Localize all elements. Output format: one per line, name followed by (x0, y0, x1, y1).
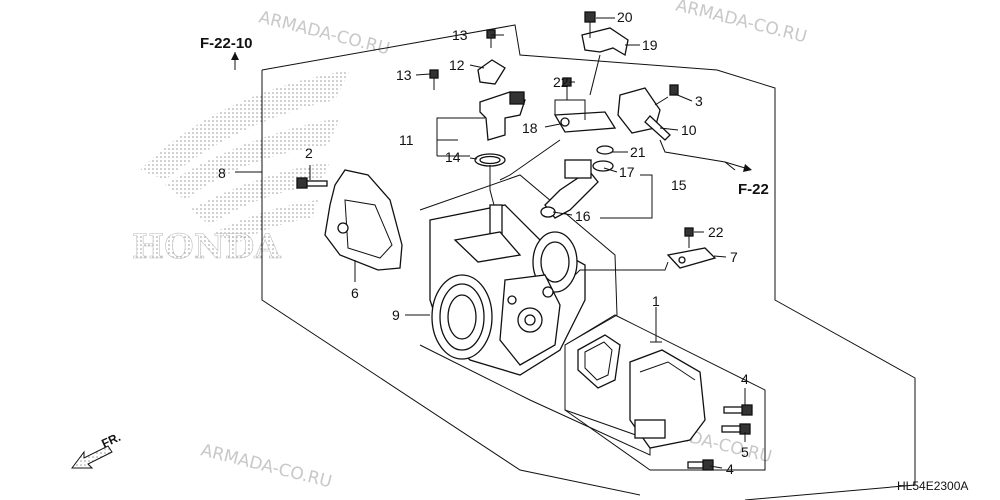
screws-4-5 (687, 404, 753, 471)
bolt-2 (296, 177, 328, 189)
assembly-outline (261, 24, 916, 500)
callout-19: 19 (642, 37, 658, 53)
map-sensor (474, 91, 526, 167)
honda-wing-logo-icon: HONDA (132, 70, 350, 267)
honda-logo-text: HONDA (132, 227, 281, 267)
f22-10-reference-arrow (231, 52, 239, 60)
throttle-body (429, 204, 586, 376)
bracket-clamp (553, 11, 629, 133)
injector-joint (617, 84, 679, 141)
reference-f22: F-22 (738, 181, 769, 198)
front-arrow-icon: FR. (71, 430, 123, 469)
callout-18: 18 (522, 120, 538, 136)
throttle-position-sensor (629, 349, 706, 449)
callout-4-upper: 4 (741, 371, 749, 387)
callout-20: 20 (617, 9, 633, 25)
callout-7: 7 (730, 249, 738, 265)
callout-16: 16 (575, 208, 591, 224)
callout-2: 2 (305, 145, 313, 161)
callout-1: 1 (652, 293, 660, 309)
callout-14: 14 (445, 149, 461, 165)
callout-6: 6 (351, 285, 359, 301)
callout-12: 12 (449, 57, 465, 73)
callout-11: 11 (399, 132, 414, 148)
callout-22-lower: 22 (708, 224, 724, 240)
reference-f22-10: F-22-10 (200, 35, 253, 52)
drawing-code: HL54E2300A (897, 479, 968, 493)
callout-13-upper: 13 (452, 27, 468, 43)
watermark-top-right: ARMADA-CO.RU (674, 0, 809, 47)
sensor-cover (429, 29, 506, 90)
callout-3: 3 (695, 93, 703, 109)
callout-10: 10 (681, 122, 697, 138)
plate-7 (666, 227, 717, 269)
front-direction-label: FR. (99, 430, 122, 451)
callout-15: 15 (671, 177, 687, 193)
sensor-gasket (577, 334, 621, 389)
watermark-top-left: ARMADA-CO.RU (257, 7, 392, 59)
callout-9: 9 (392, 307, 400, 323)
callout-21: 21 (630, 144, 646, 160)
watermark-bottom-left: ARMADA-CO.RU (199, 440, 334, 492)
throttle-cover (324, 169, 403, 271)
f22-reference-arrow (724, 161, 752, 172)
leader-lines (234, 17, 746, 469)
callout-8: 8 (218, 165, 226, 181)
callout-13-lower: 13 (396, 67, 412, 83)
callout-4-lower: 4 (726, 461, 734, 477)
callout-22-upper: 22 (553, 74, 569, 90)
callout-5: 5 (741, 444, 749, 460)
callout-17: 17 (619, 164, 635, 180)
fuel-injector (540, 145, 614, 219)
